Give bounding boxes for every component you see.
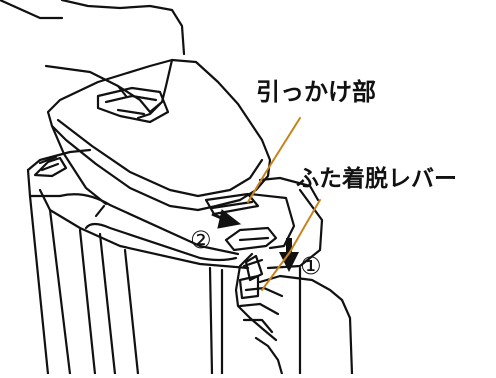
arrow-step2-icon bbox=[211, 209, 242, 229]
step-1-marker: ① bbox=[300, 252, 322, 280]
hook-label: 引っかけ部 bbox=[256, 78, 376, 106]
lower-hand bbox=[234, 252, 354, 376]
lid-lever-label: ふた着脱レバー bbox=[296, 166, 457, 192]
lever-leader-line bbox=[261, 199, 321, 291]
arrow-step1-icon bbox=[279, 238, 299, 272]
bin-body bbox=[26, 148, 324, 376]
hook-leader-line bbox=[247, 117, 301, 203]
lid bbox=[46, 58, 272, 216]
lever bbox=[238, 254, 264, 300]
step-2-marker: ② bbox=[190, 226, 212, 254]
bin-rim bbox=[58, 192, 296, 262]
upper-hand bbox=[0, 0, 186, 120]
